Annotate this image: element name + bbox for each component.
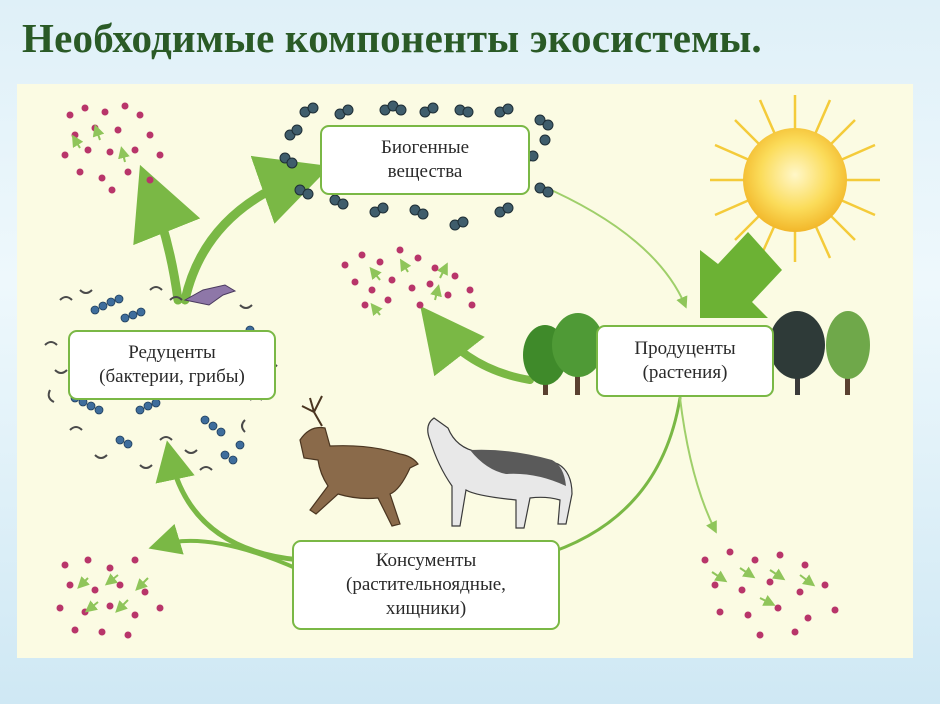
- molecule-icon: [279, 100, 554, 231]
- node-decomposers-line1: Редуценты: [128, 342, 216, 363]
- node-biogenic-line1: Биогенные: [380, 137, 470, 158]
- cycle-arrows: [133, 155, 717, 572]
- node-biogenic-substances: Биогенные вещества: [320, 125, 530, 195]
- node-producers-line1: Продуценты: [634, 338, 736, 359]
- node-consumers: Консументы (растительноядные, хищники): [292, 540, 560, 630]
- sun-icon: [710, 95, 880, 262]
- node-biogenic-line2: вещества: [387, 161, 463, 182]
- deer-icon: [299, 395, 419, 527]
- sunlight-arrow: [700, 232, 782, 318]
- node-consumers-line1: Консументы: [375, 550, 477, 571]
- node-producers: Продуценты (растения): [596, 325, 774, 397]
- tree-icon: [523, 311, 870, 395]
- node-consumers-line2: (растительноядные,: [346, 574, 506, 595]
- node-decomposers-line2: (бактерии, грибы): [99, 366, 245, 387]
- node-consumers-line3: хищники): [385, 598, 467, 619]
- node-decomposers: Редуценты (бактерии, грибы): [68, 330, 276, 400]
- node-producers-line2: (растения): [642, 362, 728, 383]
- wolf-icon: [427, 417, 573, 529]
- particles-icon: [56, 102, 839, 639]
- small-arrows: [71, 124, 816, 613]
- slide-title: Необходимые компоненты экосистемы.: [22, 15, 762, 61]
